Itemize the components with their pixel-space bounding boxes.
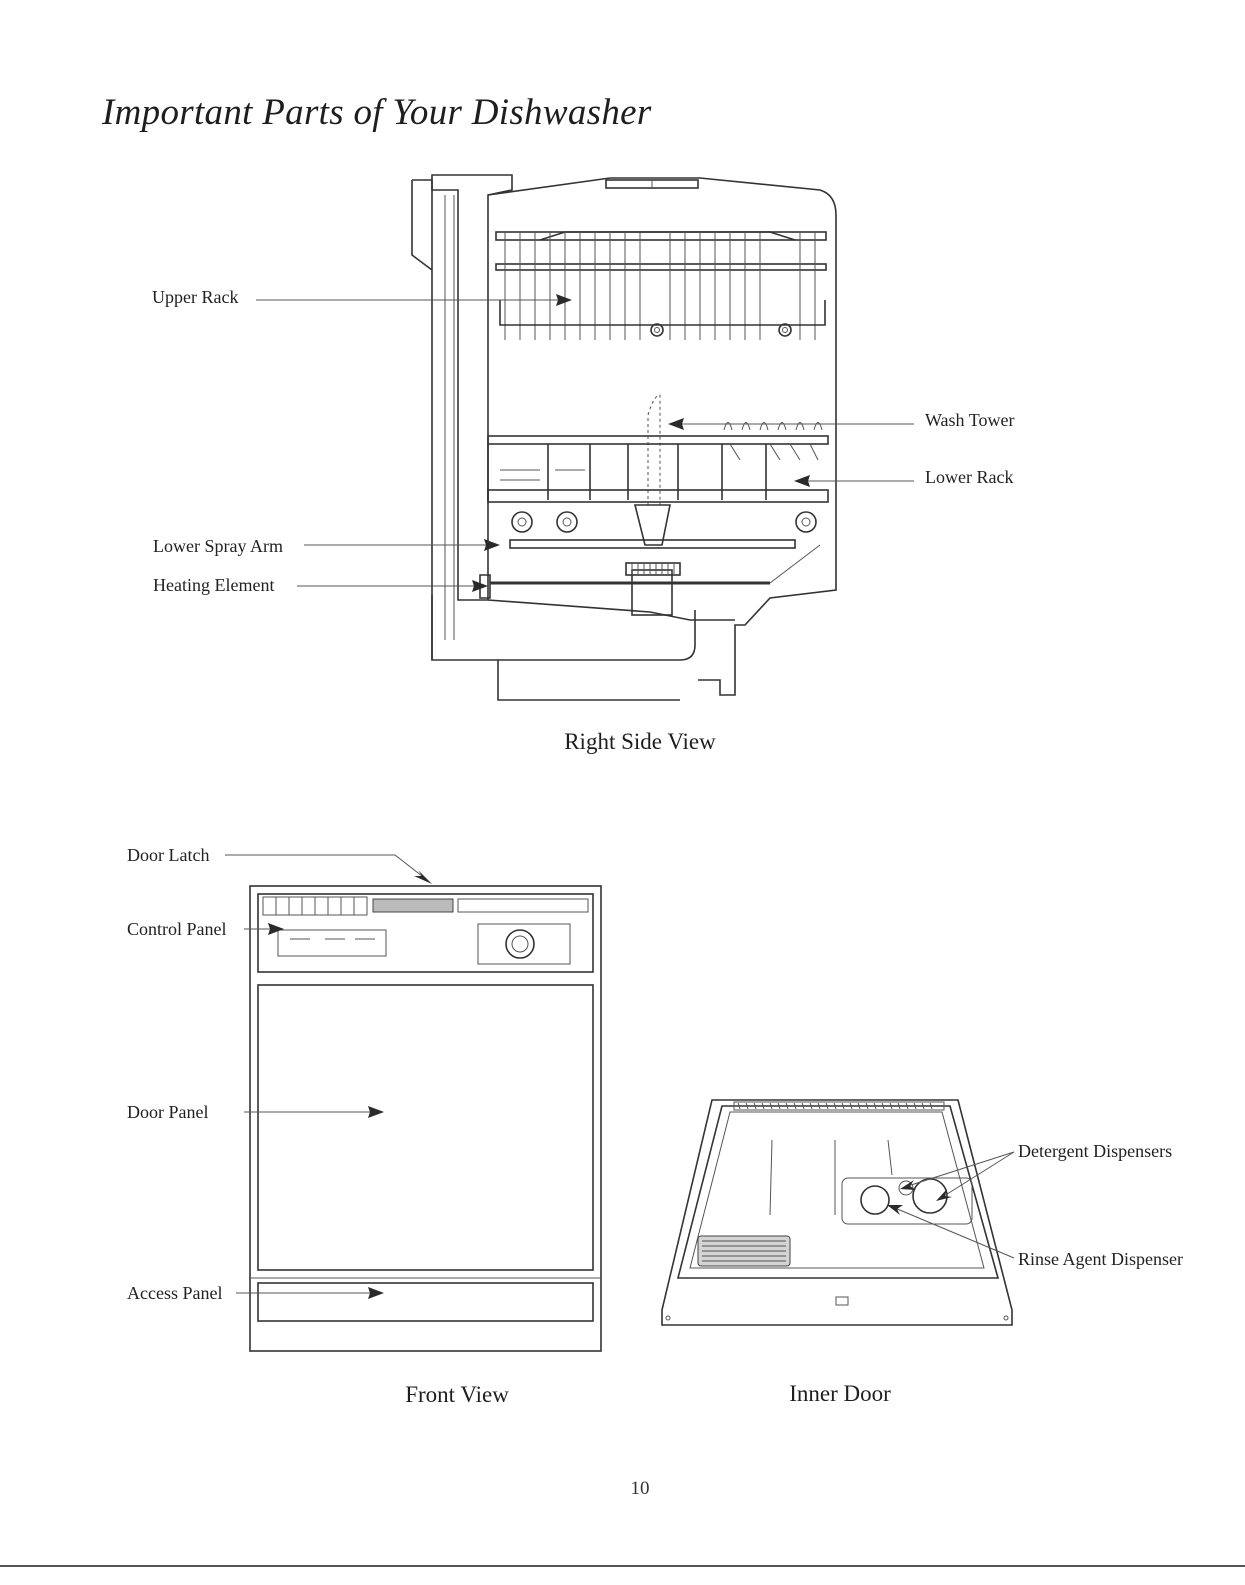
label-upper-rack: Upper Rack	[152, 288, 238, 306]
label-rinse-agent-dispenser: Rinse Agent Dispenser	[1018, 1250, 1183, 1268]
right-side-view-drawing	[412, 175, 836, 700]
label-door-panel: Door Panel	[127, 1103, 208, 1121]
label-detergent-dispensers: Detergent Dispensers	[1018, 1142, 1172, 1160]
front-view-leaders	[225, 855, 432, 1299]
page-number: 10	[600, 1478, 680, 1500]
label-wash-tower: Wash Tower	[925, 411, 1014, 429]
inner-door-drawing	[662, 1100, 1012, 1325]
label-access-panel: Access Panel	[127, 1284, 222, 1302]
upper-rack-tines	[505, 232, 815, 340]
caption-inner-door: Inner Door	[740, 1382, 940, 1405]
caption-front-view: Front View	[357, 1383, 557, 1406]
label-lower-spray-arm: Lower Spray Arm	[153, 537, 283, 555]
bottom-rule	[0, 1565, 1245, 1567]
label-heating-element: Heating Element	[153, 576, 274, 594]
front-view-drawing	[250, 886, 601, 1351]
label-control-panel: Control Panel	[127, 920, 227, 938]
caption-right-side-view: Right Side View	[540, 730, 740, 753]
label-door-latch: Door Latch	[127, 846, 209, 864]
label-lower-rack: Lower Rack	[925, 468, 1013, 486]
